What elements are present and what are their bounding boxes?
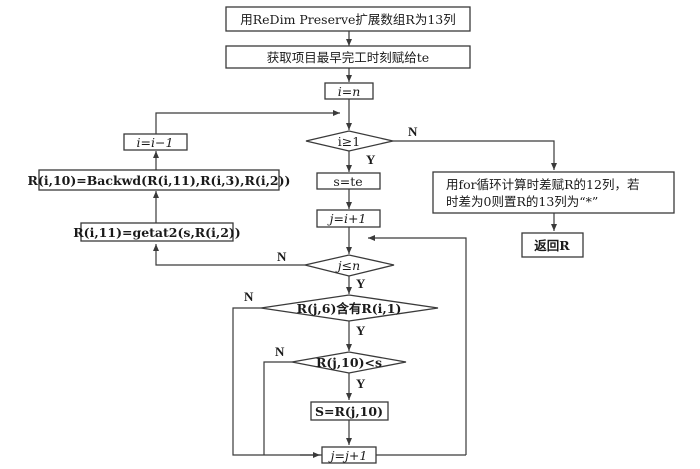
node-set-s: s=te — [316, 172, 381, 190]
edge-label-cond-contains-no: N — [244, 289, 254, 304]
node-init-i: i=n — [324, 82, 374, 100]
node-cond-j: j≤n — [304, 254, 395, 277]
edge-cond-less-no — [263, 361, 292, 455]
node-dec-i-label: i=i−1 — [137, 135, 174, 150]
node-cond-less-label: R(j,10)<s — [316, 355, 382, 370]
node-for-loop: 用for循环计算时差赋R的12列，若 时差为0则置R的13列为“*” — [432, 171, 675, 214]
node-cond-less: R(j,10)<s — [291, 351, 407, 374]
node-cond-contains-label: R(j,6)含有R(i,1) — [297, 301, 402, 316]
edge-label-cond-i-no: N — [408, 124, 418, 139]
edge-cond-j-no — [153, 244, 305, 266]
edge-label-cond-less-no: N — [275, 344, 285, 359]
node-cond-j-label: j≤n — [335, 258, 360, 273]
edge-label-cond-j-no: N — [277, 249, 287, 264]
edge-cond-i-no — [393, 140, 557, 170]
node-return-r-label: 返回R — [534, 238, 570, 253]
node-dec-i: i=i−1 — [123, 133, 188, 151]
node-backwd-label: R(i,10)=Backwd(R(i,11),R(i,3),R(i,2)) — [28, 173, 291, 188]
node-for-loop-label-line1: 用for循环计算时差赋R的12列，若 — [446, 177, 639, 192]
edge-label-cond-i-yes: Y — [366, 152, 376, 167]
node-set-s-label: s=te — [333, 174, 362, 189]
node-cond-i-label: i≥1 — [338, 134, 360, 149]
node-get-te-label: 获取项目最早完工时刻赋给te — [267, 50, 429, 65]
edge-loop-back-to-cond-j — [368, 235, 467, 455]
node-backwd: R(i,10)=Backwd(R(i,11),R(i,3),R(i,2)) — [28, 169, 291, 191]
node-inc-j: j=j+1 — [321, 446, 377, 464]
node-assign-s-label: S=R(j,10) — [315, 404, 383, 419]
node-getat2: R(i,11)=getat2(s,R(i,2)) — [73, 222, 241, 242]
node-init-j: j=i+1 — [316, 209, 381, 228]
edge-label-cond-j-yes: Y — [356, 276, 366, 291]
node-return-r: 返回R — [521, 232, 584, 258]
node-redim-label: 用ReDim Preserve扩展数组R为13列 — [240, 12, 456, 27]
node-for-loop-label-line2: 时差为0则置R的13列为“*” — [446, 194, 598, 209]
edge-label-cond-contains-yes: Y — [356, 323, 366, 338]
node-cond-i: i≥1 — [305, 130, 394, 152]
edge-label-cond-less-yes: Y — [356, 376, 366, 391]
node-init-j-label: j=i+1 — [327, 211, 367, 226]
node-inc-j-label: j=j+1 — [328, 448, 368, 463]
node-init-i-label: i=n — [338, 84, 361, 99]
node-getat2-label: R(i,11)=getat2(s,R(i,2)) — [73, 225, 240, 240]
node-assign-s: S=R(j,10) — [310, 401, 389, 421]
node-cond-contains: R(j,6)含有R(i,1) — [260, 294, 439, 322]
edge-dec-i-to-cond-i — [155, 110, 340, 134]
edge-cond-contains-no — [232, 307, 322, 456]
node-redim: 用ReDim Preserve扩展数组R为13列 — [225, 6, 471, 32]
connectors — [153, 31, 557, 458]
node-get-te: 获取项目最早完工时刻赋给te — [225, 45, 471, 69]
